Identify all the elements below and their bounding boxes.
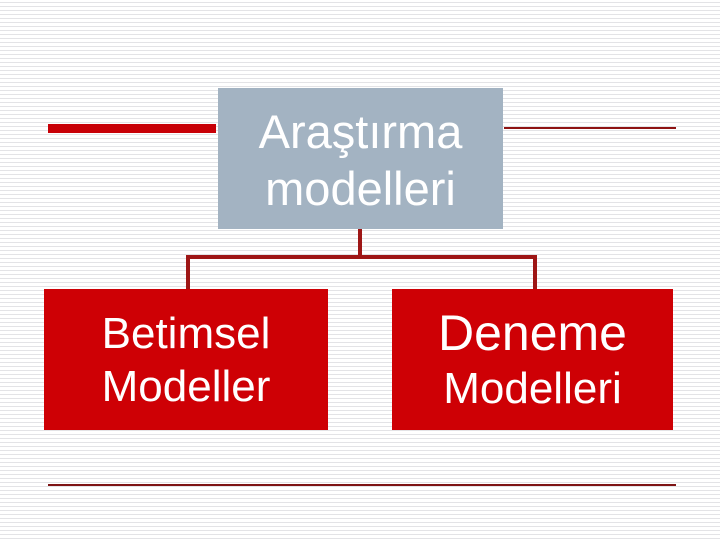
decorative-rule-bottom	[48, 484, 676, 486]
decorative-rule-right	[504, 127, 676, 129]
diagram-node-deneme-modelleri[interactable]: Deneme Modelleri	[392, 289, 673, 430]
diagram-node-root-label-line-2: modelleri	[265, 161, 456, 215]
diagram-node-right-label-line-2: Modelleri	[443, 363, 622, 413]
diagram-node-left-label-line-1: Betimsel	[101, 308, 271, 358]
connector-horizontal-bar	[186, 255, 537, 259]
diagram-node-root-label-line-1: Araştırma	[258, 104, 463, 158]
diagram-node-root[interactable]: Araştırma modelleri	[218, 88, 503, 229]
decorative-rule-left	[48, 124, 216, 133]
connector-leg-left	[186, 255, 190, 290]
diagram-node-right-label-line-1: Deneme	[438, 304, 627, 361]
connector-stem	[358, 229, 362, 258]
diagram-node-betimsel-modeller[interactable]: Betimsel Modeller	[44, 289, 328, 430]
diagram-node-left-label-line-2: Modeller	[101, 361, 271, 411]
connector-leg-right	[533, 255, 537, 290]
